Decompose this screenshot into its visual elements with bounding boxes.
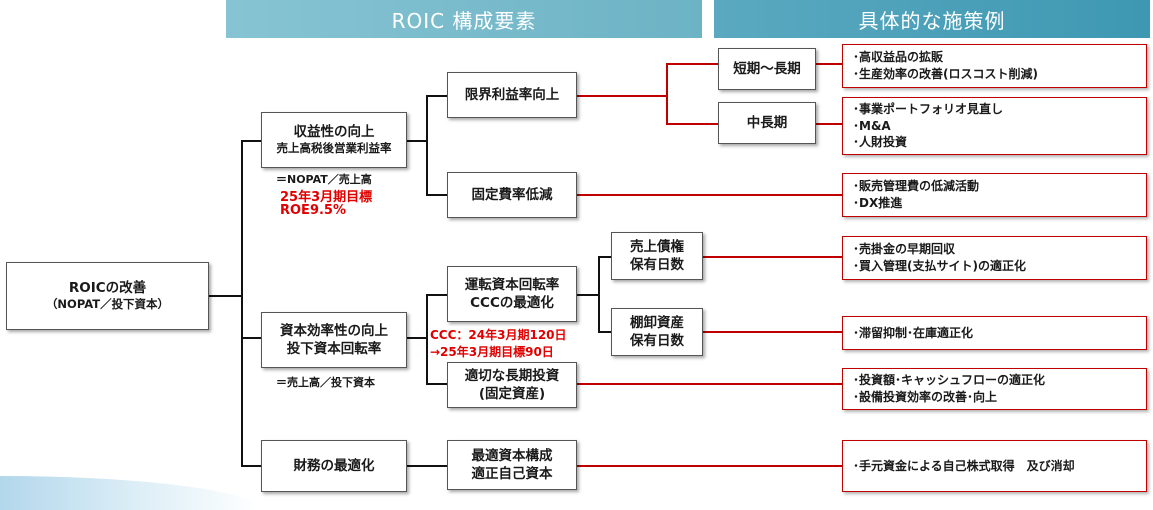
receivables-title: 売上債権 [630,238,684,255]
measure-item: ･販売管理費の低減活動 [853,179,980,194]
measure-item: ･生産効率の改善(ロスコスト削減) [853,67,1038,81]
roic-improvement-box: ROICの改善 （NOPAT／投下資本） [6,262,209,330]
short-long-term-label: 短期～長期 [733,60,801,77]
measure-connector [666,63,718,65]
measure-connector [577,383,842,385]
roic-improvement-formula: （NOPAT／投下資本） [45,297,170,312]
capital-structure-title: 最適資本構成 [471,447,553,464]
mid-long-term-box: 中長期 [718,102,816,144]
working-capital-subtitle: CCCの最適化 [470,295,554,311]
measure-connector [666,123,718,125]
measure-connector [577,194,842,196]
connector-line [426,194,447,196]
measure-item: ･事業ポートフォリオ見直し [853,101,1004,116]
measure-item: ･人財投資 [853,135,908,150]
mid-long-term-label: 中長期 [746,114,788,131]
measure-box-receivables: ･売掛金の早期回収 ･買入管理(支払サイト)の適正化 [842,236,1147,280]
measure-connector [816,123,842,125]
connector-line [241,140,243,466]
capital-efficiency-formula: ＝売上高／投下資本 [276,376,375,389]
capital-structure-subtitle: 適正自己資本 [471,466,553,482]
connector-line [407,465,447,467]
connector-line [598,256,600,333]
fixed-cost-title: 固定費率低減 [471,186,553,203]
inventory-subtitle: 保有日数 [630,333,684,349]
connector-line [241,337,261,339]
long-term-investment-subtitle: (固定資産) [478,386,546,402]
profitability-title: 収益性の向上 [293,124,375,141]
receivables-subtitle: 保有日数 [630,257,684,273]
inventory-days-box: 棚卸資産 保有日数 [611,308,703,356]
connector-line [426,383,447,385]
connector-line [407,337,427,339]
profitability-target-value: ROE9.5% [280,203,346,218]
measure-box-sga-dx: ･販売管理費の低減活動 ･DX推進 [842,173,1147,217]
measure-connector [666,63,668,125]
measure-item: ･手元資金による自己株式取得 及び消却 [853,458,1075,473]
marginal-profit-title: 限界利益率向上 [464,86,560,103]
capital-efficiency-metric: 投下資本回転率 [286,341,382,357]
inventory-title: 棚卸資産 [630,314,684,331]
measure-item: ･設備投資効率の改善･向上 [853,390,998,404]
capital-efficiency-box: 資本効率性の向上 投下資本回転率 [261,312,407,368]
measure-box-sales-production: ･高収益品の拡販 ･生産効率の改善(ロスコスト削減) [842,44,1147,88]
marginal-profit-box: 限界利益率向上 [447,72,577,118]
measure-connector [577,95,667,97]
connector-line [426,294,447,296]
measure-item: ･高収益品の拡販 [853,50,944,65]
measure-item: ･滞留抑制･在庫適正化 [853,325,974,340]
profitability-formula: ＝NOPAT／売上高 [276,173,372,186]
ccc-target: →25年3月期目標90日 [430,345,554,359]
ccc-current: CCC：24年3月期120日 [430,328,567,342]
connector-line [426,294,428,385]
measure-item: ･M&A [853,118,891,133]
connector-line [598,256,611,258]
connector-line [209,295,242,297]
measure-connector [816,63,842,65]
working-capital-box: 運転資本回転率 CCCの最適化 [447,266,577,322]
measure-box-buyback: ･手元資金による自己株式取得 及び消却 [842,440,1147,492]
header-roic-components: ROIC 構成要素 [226,0,702,38]
receivables-days-box: 売上債権 保有日数 [611,232,703,280]
short-long-term-box: 短期～長期 [718,48,816,90]
connector-line [241,465,261,467]
measure-connector [703,331,842,333]
long-term-investment-title: 適切な長期投資 [464,367,560,384]
connector-line [577,294,599,296]
measure-item: ･投資額･キャッシュフローの適正化 [853,373,1046,388]
measure-connector [703,256,842,258]
profitability-box: 収益性の向上 売上高税後営業利益率 [261,112,407,168]
decorative-wave [0,476,260,510]
measure-box-investment: ･投資額･キャッシュフローの適正化 ･設備投資効率の改善･向上 [842,368,1147,410]
connector-line [407,140,427,142]
long-term-investment-box: 適切な長期投資 (固定資産) [447,362,577,408]
capital-structure-box: 最適資本構成 適正自己資本 [447,440,577,490]
connector-line [426,95,447,97]
header-measure-examples: 具体的な施策例 [714,0,1150,38]
financial-optimization-title: 財務の最適化 [293,457,375,474]
connector-line [426,95,428,196]
measure-item: ･DX推進 [853,196,903,210]
connector-line [241,140,261,142]
profitability-metric: 売上高税後営業利益率 [276,141,392,156]
measure-connector [577,465,842,467]
working-capital-title: 運転資本回転率 [464,276,560,293]
roic-improvement-title: ROICの改善 [68,280,147,297]
profitability-target-label: 25年3月期目標 [280,190,373,205]
connector-line [598,331,611,333]
capital-efficiency-title: 資本効率性の向上 [280,322,388,339]
financial-optimization-box: 財務の最適化 [261,440,407,492]
measure-item: ･売掛金の早期回収 [853,242,956,257]
measure-item: ･買入管理(支払サイト)の適正化 [853,259,1026,273]
fixed-cost-box: 固定費率低減 [447,172,577,218]
measure-box-inventory: ･滞留抑制･在庫適正化 [842,316,1147,350]
measure-box-portfolio: ･事業ポートフォリオ見直し ･M&A ･人財投資 [842,97,1147,155]
